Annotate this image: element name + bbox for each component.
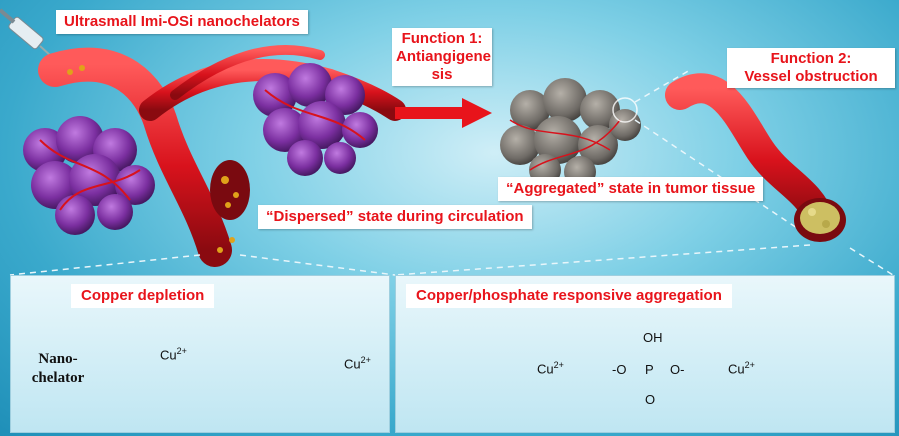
- dispersed-state-label: “Dispersed” state during circulation: [258, 205, 532, 229]
- copper-depletion-panel: Copper depletion: [10, 275, 390, 433]
- aggregation-panel: Copper/phosphate responsive aggregation: [395, 275, 895, 433]
- phosphate-o-double: O: [645, 392, 656, 407]
- function1-label: Function 1: Antiangigene sis: [392, 28, 492, 86]
- function1-line3: sis: [431, 66, 453, 83]
- cu-bound-left: Cu2+: [344, 355, 371, 371]
- tumor-cluster-right: [253, 63, 378, 176]
- phosphate-oh: OH: [643, 330, 663, 345]
- cu-symbol: Cu: [537, 361, 554, 377]
- function2-label: Function 2: Vessel obstruction: [727, 48, 895, 88]
- nanochelator-text: Nano- chelator: [14, 350, 102, 388]
- phosphate-o-right: O-: [670, 362, 685, 377]
- cu-charge: 2+: [744, 360, 755, 370]
- phosphate-p: P: [645, 362, 654, 377]
- cu-charge: 2+: [176, 346, 187, 356]
- copper-depletion-title: Copper depletion: [71, 284, 215, 308]
- function2-line2: Vessel obstruction: [744, 68, 878, 85]
- cu-charge: 2+: [553, 360, 564, 370]
- title-label: Ultrasmall Imi-OSi nanochelators: [56, 10, 308, 34]
- process-arrow: [395, 98, 492, 128]
- aggregation-title: Copper/phosphate responsive aggregation: [406, 284, 732, 308]
- nanochelator-line1: Nano-: [38, 351, 78, 367]
- function1-line2: Antiangigene: [396, 48, 492, 65]
- nanochelator-line2: chelator: [31, 370, 85, 386]
- cu-charge: 2+: [360, 355, 371, 365]
- aggregated-tumor: [500, 78, 641, 188]
- cu-bound-right-1: Cu2+: [537, 360, 564, 376]
- cu-reagent: Cu2+: [160, 346, 187, 362]
- cu-symbol: Cu: [344, 356, 361, 372]
- zoom-lines: [9, 69, 894, 276]
- cu-bound-right-2: Cu2+: [728, 360, 755, 376]
- tumor-cluster-left: [23, 116, 155, 235]
- obstructed-vessel: [665, 73, 846, 242]
- function1-line1: Function 1:: [401, 30, 483, 47]
- phosphate-o-left: -O: [612, 362, 627, 377]
- aggregated-state-label: “Aggregated” state in tumor tissue: [498, 177, 764, 201]
- cu-symbol: Cu: [728, 361, 745, 377]
- cu-symbol: Cu: [160, 347, 177, 363]
- function2-line1: Function 2:: [770, 50, 852, 67]
